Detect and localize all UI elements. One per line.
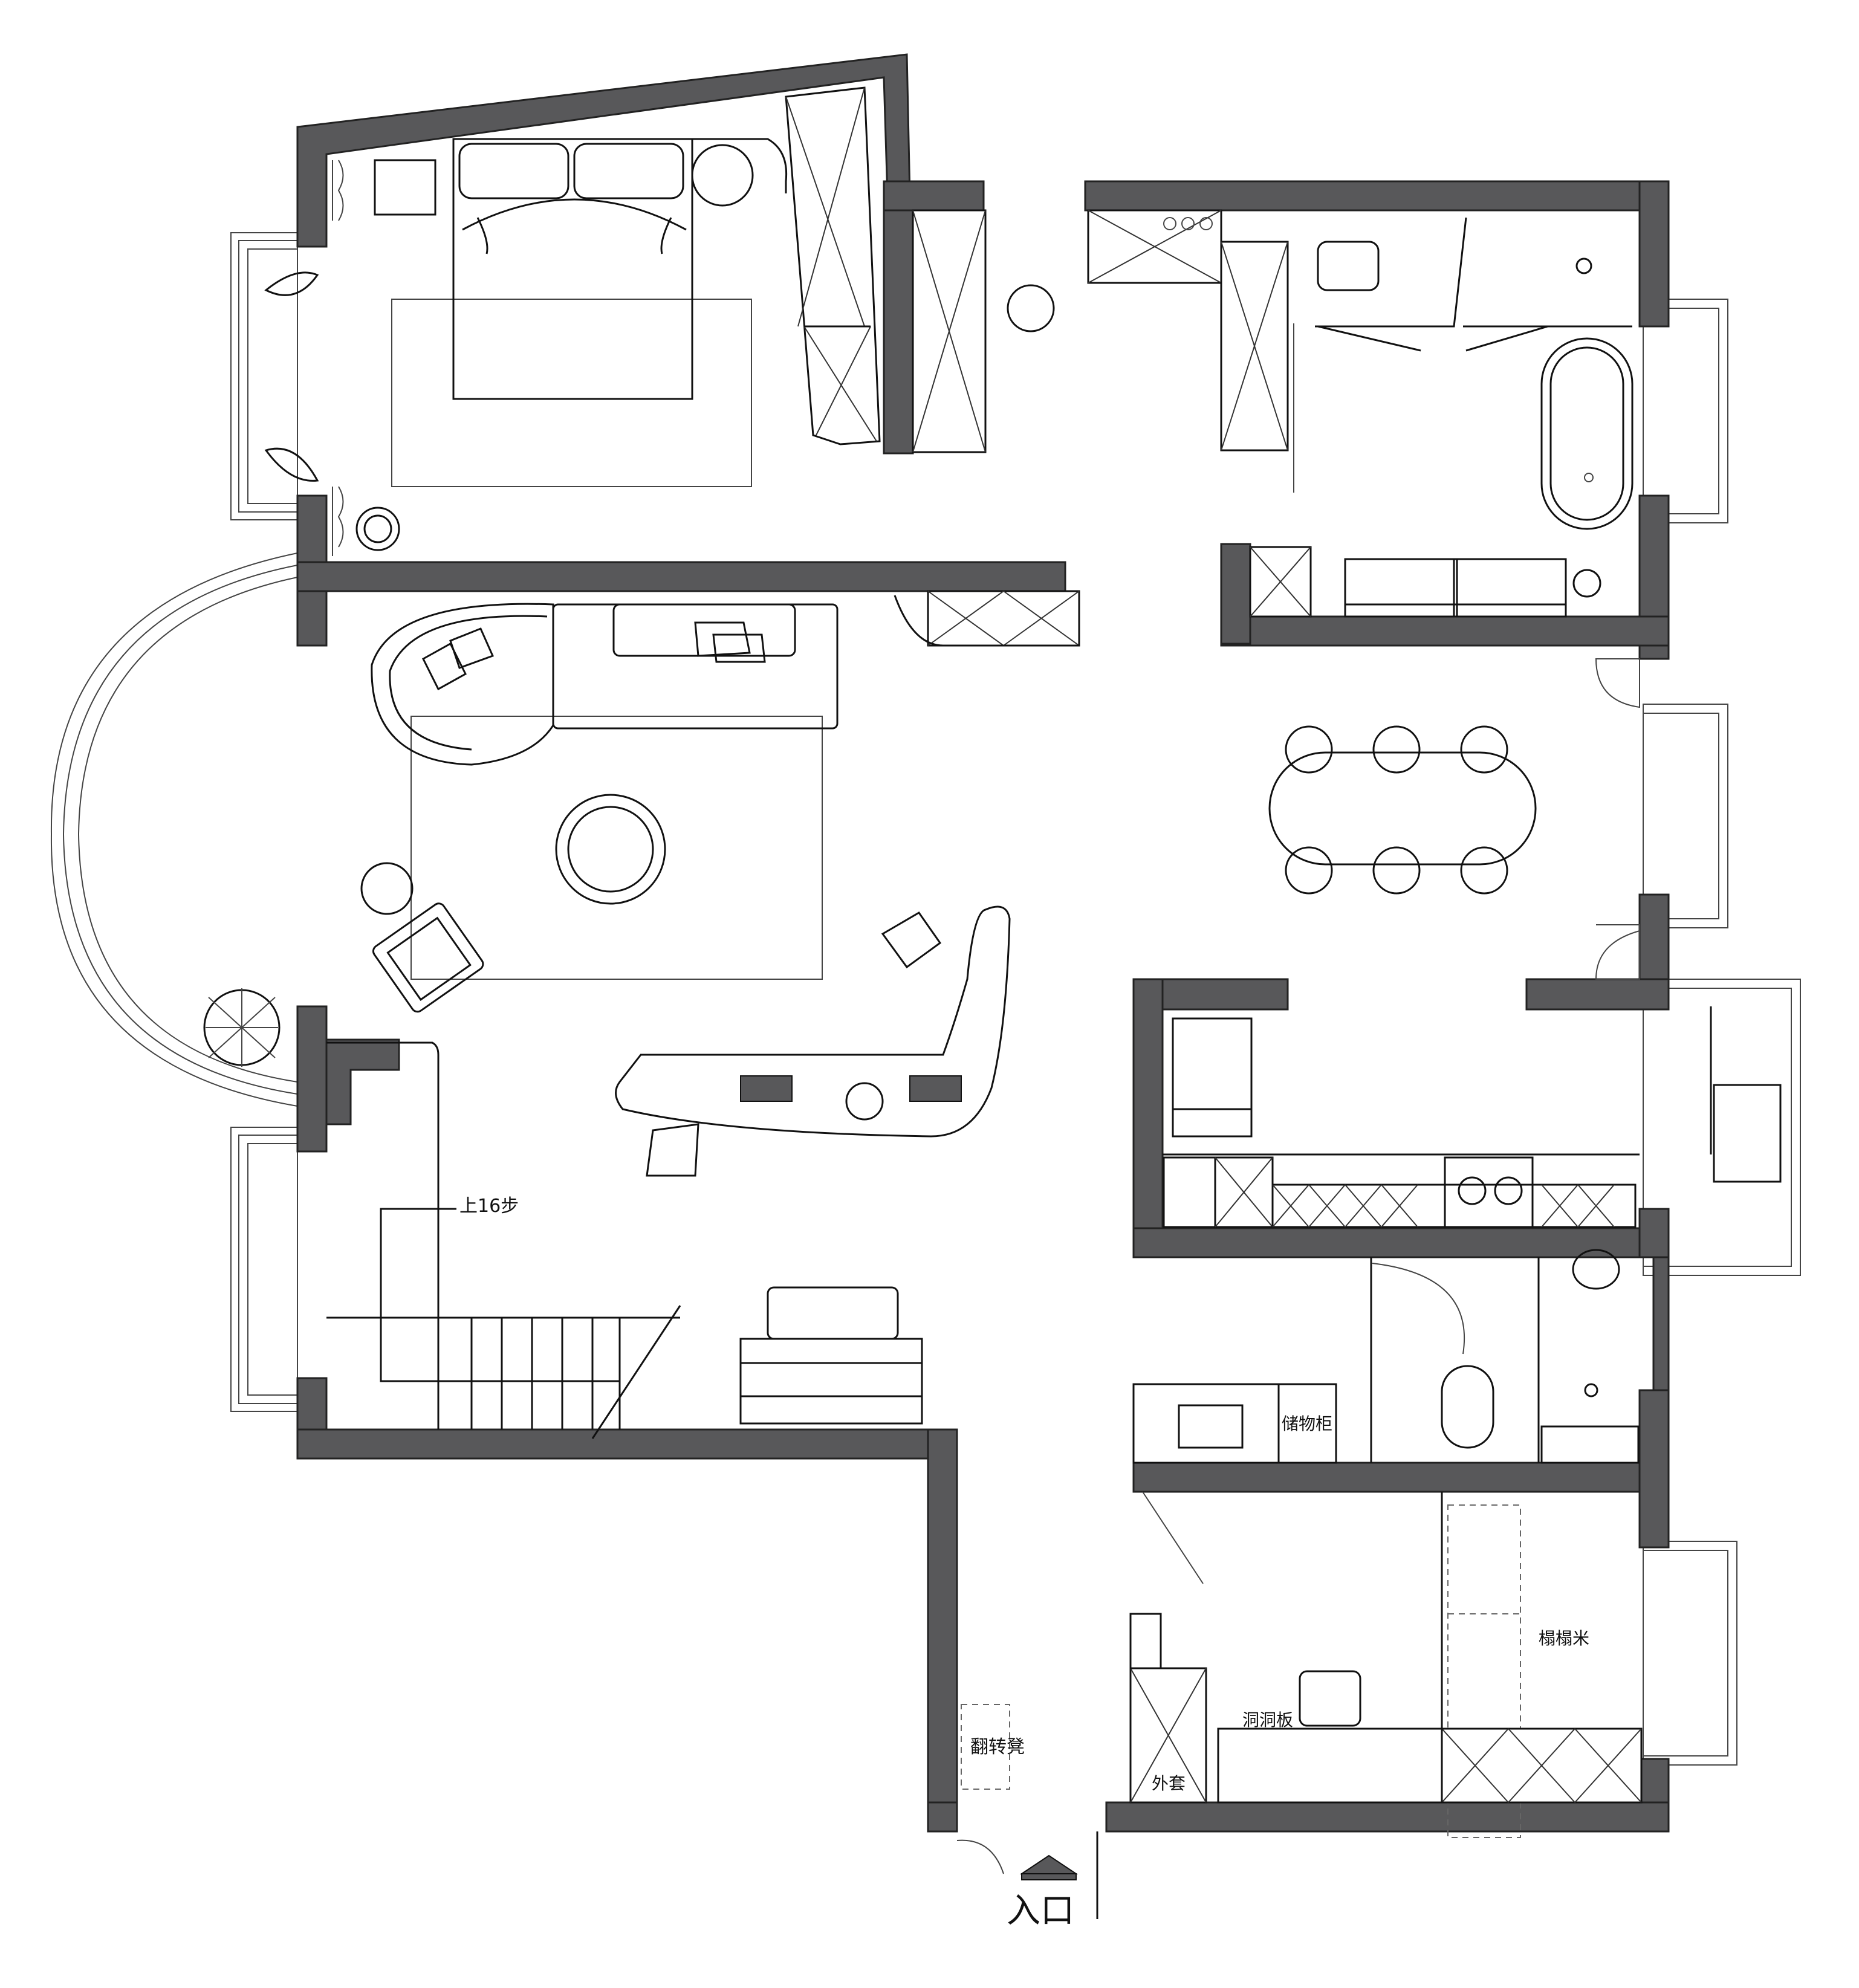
powder-room <box>1132 1249 1640 1464</box>
washbasin <box>1178 1404 1244 1449</box>
round-stool <box>1007 284 1055 332</box>
pegboard-label: 洞洞板 <box>1242 1710 1293 1730</box>
plant-leaf <box>264 271 319 296</box>
toilet <box>1441 1365 1494 1449</box>
coat-label: 外套 <box>1152 1773 1186 1793</box>
fridge <box>1172 1017 1253 1138</box>
toilet <box>1572 1249 1620 1290</box>
vanity-sink-1 <box>1344 558 1458 618</box>
desk <box>1217 1727 1443 1804</box>
entrance-label: 入口 <box>1007 1891 1074 1931</box>
bedroom-rug <box>391 299 752 487</box>
floor-lamp <box>355 507 400 551</box>
bedroom <box>264 86 881 556</box>
kitchen <box>1163 1006 1782 1228</box>
window-bays <box>50 232 1801 1766</box>
shower-head <box>1575 257 1592 274</box>
armchair <box>372 902 484 1013</box>
bedroom-wardrobe <box>785 86 881 445</box>
tatami-label: 榻榻米 <box>1539 1628 1589 1648</box>
kitchen-sink <box>1713 1084 1782 1183</box>
plant-leaf <box>264 447 319 482</box>
flip-stool-label: 翻转凳 <box>970 1737 1025 1758</box>
bathtub <box>1540 337 1634 530</box>
curtain <box>332 486 344 556</box>
entrance-arrow <box>1019 1854 1079 1874</box>
entrance <box>956 1704 1098 1919</box>
storage-label: 储物柜 <box>1282 1414 1332 1434</box>
door-swing <box>1372 1263 1465 1355</box>
living-room <box>203 603 839 1067</box>
curtain <box>332 160 344 221</box>
living-rug <box>410 716 823 980</box>
stairs-label: 上16步 <box>459 1196 519 1217</box>
side-table <box>360 862 414 915</box>
study-room <box>1129 1491 1643 1838</box>
tv-console <box>739 1286 923 1425</box>
coffee-table <box>555 794 666 905</box>
desk-chair <box>1299 1670 1361 1727</box>
potted-tree <box>203 988 281 1067</box>
corner-cabinet <box>1595 658 1640 708</box>
desk-chair <box>646 911 942 1177</box>
entry-door-swing <box>956 1839 1004 1874</box>
staircase <box>326 1041 681 1439</box>
master-bath <box>1249 217 1634 618</box>
nightstand <box>374 159 436 216</box>
sofa <box>371 603 839 766</box>
shower-head <box>1584 1383 1598 1397</box>
walls <box>296 53 1670 1833</box>
desk-island <box>615 905 1011 1177</box>
storage-cabinet <box>1277 1383 1337 1464</box>
vanity-sink-2 <box>1453 558 1567 618</box>
cooktop <box>1444 1156 1534 1228</box>
bed <box>452 138 693 400</box>
dining-table <box>1268 751 1537 866</box>
upper-cabinets <box>912 209 1380 493</box>
hall-cabinets <box>894 590 1080 647</box>
flip-stool <box>961 1704 1010 1790</box>
side-table <box>691 144 754 207</box>
floor-drain <box>1572 569 1601 598</box>
door-swing <box>1142 1491 1204 1584</box>
dining-chairs <box>1285 725 1508 895</box>
dining-area <box>1268 658 1640 980</box>
tatami-cushion <box>1447 1504 1521 1838</box>
